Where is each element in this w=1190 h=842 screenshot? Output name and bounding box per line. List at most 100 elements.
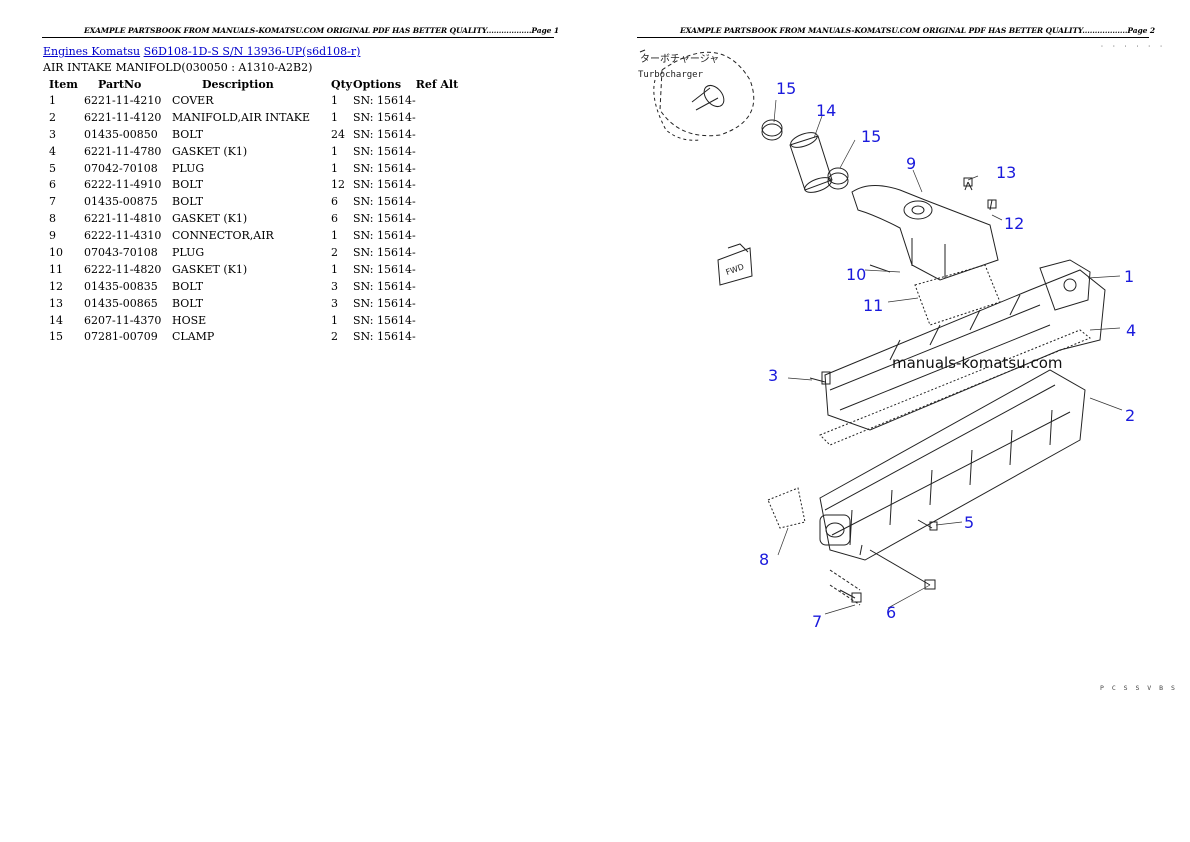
- callout-13: 13: [996, 163, 1016, 182]
- cell-item: 10: [49, 245, 63, 259]
- cell-ref-alt: [416, 176, 466, 193]
- cell-description: PLUG: [172, 161, 205, 175]
- cell-item: 7: [49, 195, 56, 209]
- cell-qty: 6: [331, 212, 338, 226]
- cell-item: 3: [49, 127, 56, 141]
- cell-partno: 07042-70108: [84, 161, 158, 175]
- cell-description: CONNECTOR,AIR: [172, 229, 274, 243]
- breadcrumb-link-model[interactable]: S6D108-1D-S S/N 13936-UP(s6d108-r): [143, 45, 361, 58]
- fwd-label: FWD: [725, 262, 746, 277]
- col-header-description: Description: [202, 77, 274, 91]
- cell-options: SN: 15614-: [353, 161, 416, 175]
- cell-description: BOLT: [172, 178, 204, 192]
- cell-description: GASKET (K1): [172, 212, 248, 226]
- cell-item: 8: [49, 212, 56, 226]
- parts-diagram: ターボチャージャ Turbocharger FWD manuals-komats…: [638, 49, 1136, 631]
- section-title: AIR INTAKE MANIFOLD(030050 : A1310-A2B2): [43, 61, 313, 74]
- callout-9: 9: [906, 154, 916, 173]
- callout-8: 8: [759, 550, 769, 569]
- cell-item: 5: [49, 161, 56, 175]
- cell-partno: 6207-11-4370: [84, 313, 162, 327]
- cell-qty: 1: [331, 262, 338, 276]
- cell-ref-alt: [416, 244, 466, 261]
- gasket-4-drawing: [819, 329, 1091, 446]
- cell-description: BOLT: [172, 296, 204, 310]
- cell-item: 12: [49, 279, 63, 293]
- cell-partno: 07043-70108: [84, 245, 158, 259]
- page1-header: EXAMPLE PARTSBOOK FROM MANUALS-KOMATSU.C…: [84, 26, 559, 35]
- cell-options: SN: 15614-: [353, 262, 416, 276]
- cell-ref-alt: [416, 92, 466, 109]
- col-header-options: Options: [353, 77, 402, 91]
- cell-description: CLAMP: [172, 330, 215, 344]
- cell-description: PLUG: [172, 245, 205, 259]
- callout-3: 3: [768, 366, 778, 385]
- callout-14: 14: [816, 101, 836, 120]
- clamp-hose-drawing: [761, 119, 849, 193]
- cell-ref-alt: [416, 261, 466, 278]
- cell-options: SN: 15614-: [353, 93, 416, 107]
- cell-qty: 3: [331, 296, 338, 310]
- callout-2: 2: [1125, 406, 1135, 425]
- cell-qty: 1: [331, 313, 338, 327]
- breadcrumb: Engines Komatsu S6D108-1D-S S/N 13936-UP…: [43, 45, 360, 58]
- cell-item: 9: [49, 229, 56, 243]
- cell-qty: 6: [331, 195, 338, 209]
- cell-ref-alt: [416, 210, 466, 227]
- page2-header-rule: [637, 37, 1149, 38]
- turbocharger-jp-label: ターボチャージャ: [640, 53, 719, 65]
- cell-qty: 1: [331, 229, 338, 243]
- cell-options: SN: 15614-: [353, 313, 416, 327]
- cell-qty: 2: [331, 245, 338, 259]
- callout-1: 1: [1124, 267, 1134, 286]
- connector-drawing: [851, 177, 999, 281]
- breadcrumb-link-engines[interactable]: Engines Komatsu: [43, 45, 141, 58]
- cell-qty: 1: [331, 144, 338, 158]
- cell-description: BOLT: [172, 195, 204, 209]
- cell-options: SN: 15614-: [353, 212, 416, 226]
- cell-ref-alt: [416, 109, 466, 126]
- col-header-qty: Qty: [331, 77, 353, 91]
- cell-partno: 6221-11-4810: [84, 212, 162, 226]
- cell-partno: 6222-11-4310: [84, 229, 162, 243]
- bolts-drawing: [809, 264, 938, 606]
- cell-ref-alt: [416, 227, 466, 244]
- parts-table: Item PartNo Description Qty Options Ref …: [43, 76, 466, 345]
- cell-partno: 6221-11-4780: [84, 144, 162, 158]
- leader-lines: [773, 99, 1123, 615]
- callout-11: 11: [863, 296, 883, 315]
- cell-ref-alt: [416, 312, 466, 329]
- cell-options: SN: 15614-: [353, 245, 416, 259]
- cell-qty: 1: [331, 93, 338, 107]
- cell-partno: 6221-11-4210: [84, 93, 162, 107]
- cell-ref-alt: [416, 126, 466, 143]
- cell-options: SN: 15614-: [353, 110, 416, 124]
- cell-partno: 01435-00850: [84, 127, 158, 141]
- cell-partno: 6221-11-4120: [84, 110, 162, 124]
- fwd-sign: [717, 243, 753, 286]
- cell-description: GASKET (K1): [172, 144, 248, 158]
- cell-item: 2: [49, 110, 56, 124]
- cell-qty: 2: [331, 330, 338, 344]
- table-header-row: Item PartNo Description Qty Options Ref …: [43, 76, 466, 92]
- cell-partno: 01435-00875: [84, 195, 158, 209]
- cell-options: SN: 15614-: [353, 296, 416, 310]
- callout-15-lower: 15: [861, 127, 881, 146]
- page2-header: EXAMPLE PARTSBOOK FROM MANUALS-KOMATSU.C…: [680, 26, 1155, 35]
- cell-ref-alt: [416, 295, 466, 312]
- cell-item: 4: [49, 144, 56, 158]
- cell-description: HOSE: [172, 313, 207, 327]
- callout-5: 5: [964, 513, 974, 532]
- turbocharger-drawing: [639, 49, 755, 141]
- cell-options: SN: 15614-: [353, 127, 416, 141]
- page1-header-rule: [42, 37, 554, 38]
- cell-item: 13: [49, 296, 63, 310]
- cell-ref-alt: [416, 160, 466, 177]
